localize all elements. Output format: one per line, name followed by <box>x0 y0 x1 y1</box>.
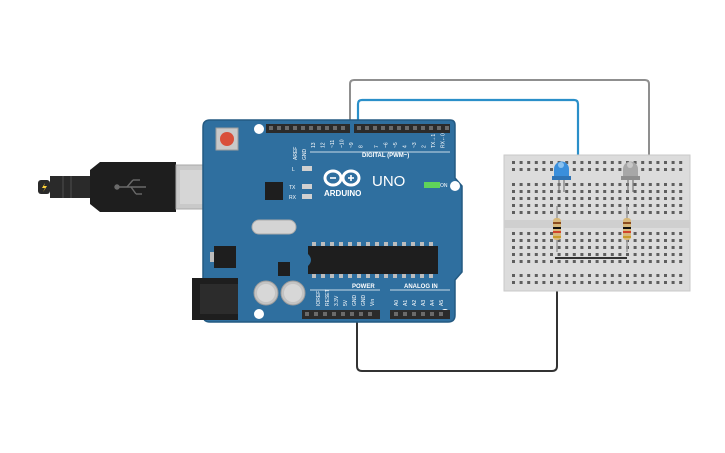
analog-header[interactable] <box>390 310 450 319</box>
capacitor <box>253 280 279 306</box>
digital-pin-label: 13 <box>311 142 317 148</box>
brand-label: ARDUINO <box>324 189 361 198</box>
reset-button[interactable] <box>215 127 239 151</box>
led-label-tx: TX <box>289 185 296 191</box>
mounting-hole <box>450 181 460 191</box>
power-pin-label: 3.3V <box>334 295 340 306</box>
digital-pin-label: ~3 <box>412 142 418 148</box>
resistor[interactable] <box>623 206 631 252</box>
digital-pin-label: RX←0 <box>441 133 447 148</box>
digital-header-label: DIGITAL (PWM~) <box>362 153 409 159</box>
lightning-icon <box>42 183 47 192</box>
mounting-hole <box>254 309 264 319</box>
digital-pin-label: ~10 <box>340 139 346 148</box>
smd-chip <box>278 262 290 276</box>
usb-icon <box>114 179 146 195</box>
digital-header[interactable] <box>266 124 450 133</box>
on-led <box>424 182 440 188</box>
digital-pin-label: 7 <box>374 145 380 148</box>
bottom-header-pins <box>305 312 443 316</box>
digital-pin-label: 2 <box>422 145 428 148</box>
aref-label: AREF <box>293 147 299 160</box>
digital-pin-label: 12 <box>321 142 327 148</box>
atmega-chip <box>308 242 438 278</box>
analog-pin-label: A5 <box>439 300 445 306</box>
power-header-label: POWER <box>352 284 375 290</box>
smd-chip <box>265 182 283 200</box>
digital-pin-label: ~9 <box>349 142 355 148</box>
crystal-oscillator <box>251 219 297 235</box>
led-gray[interactable] <box>621 161 640 192</box>
analog-pin-label: A2 <box>412 300 418 306</box>
digital-pin-label: ~5 <box>393 142 399 148</box>
wire-black[interactable] <box>356 258 558 372</box>
digital-pin-label: ~11 <box>330 140 336 148</box>
power-pin-label: GND <box>352 295 358 307</box>
model-label: UNO <box>372 173 405 190</box>
analog-pin-label: A3 <box>421 300 427 306</box>
gnd-label: GND <box>302 149 308 161</box>
capacitor <box>280 280 306 306</box>
led-label-rx: RX <box>289 195 297 201</box>
analog-pin-label: A4 <box>430 300 436 306</box>
led-blue[interactable] <box>552 161 571 192</box>
voltage-regulator <box>210 246 236 268</box>
breadboard[interactable] <box>503 154 691 292</box>
analog-header-label: ANALOG IN <box>404 284 438 290</box>
mounting-hole <box>254 124 264 134</box>
power-pin-label: GND <box>361 295 367 307</box>
power-pin-label: IOREF <box>316 291 322 306</box>
power-pin-label: RESET <box>325 289 331 306</box>
digital-pin-label: 8 <box>359 145 365 148</box>
on-label: ON <box>440 183 448 189</box>
arduino-logo <box>323 169 361 187</box>
digital-pin-label: TX→1 <box>431 134 437 148</box>
analog-pin-label: A0 <box>394 300 400 306</box>
digital-pin-label: 4 <box>403 145 409 148</box>
power-pin-label: Vin <box>370 299 376 306</box>
digital-pin-label: ~6 <box>384 142 390 148</box>
arduino-uno-board[interactable]: L TX RX ON ARDUINO UNO <box>192 119 463 323</box>
analog-pin-label: A1 <box>403 300 409 306</box>
status-leds: L TX RX <box>289 166 312 201</box>
digital-header-pins <box>269 126 449 130</box>
power-jack[interactable] <box>192 278 238 320</box>
power-pin-label: 5V <box>343 299 349 306</box>
resistor[interactable] <box>553 206 561 252</box>
led-label-l: L <box>292 167 295 173</box>
